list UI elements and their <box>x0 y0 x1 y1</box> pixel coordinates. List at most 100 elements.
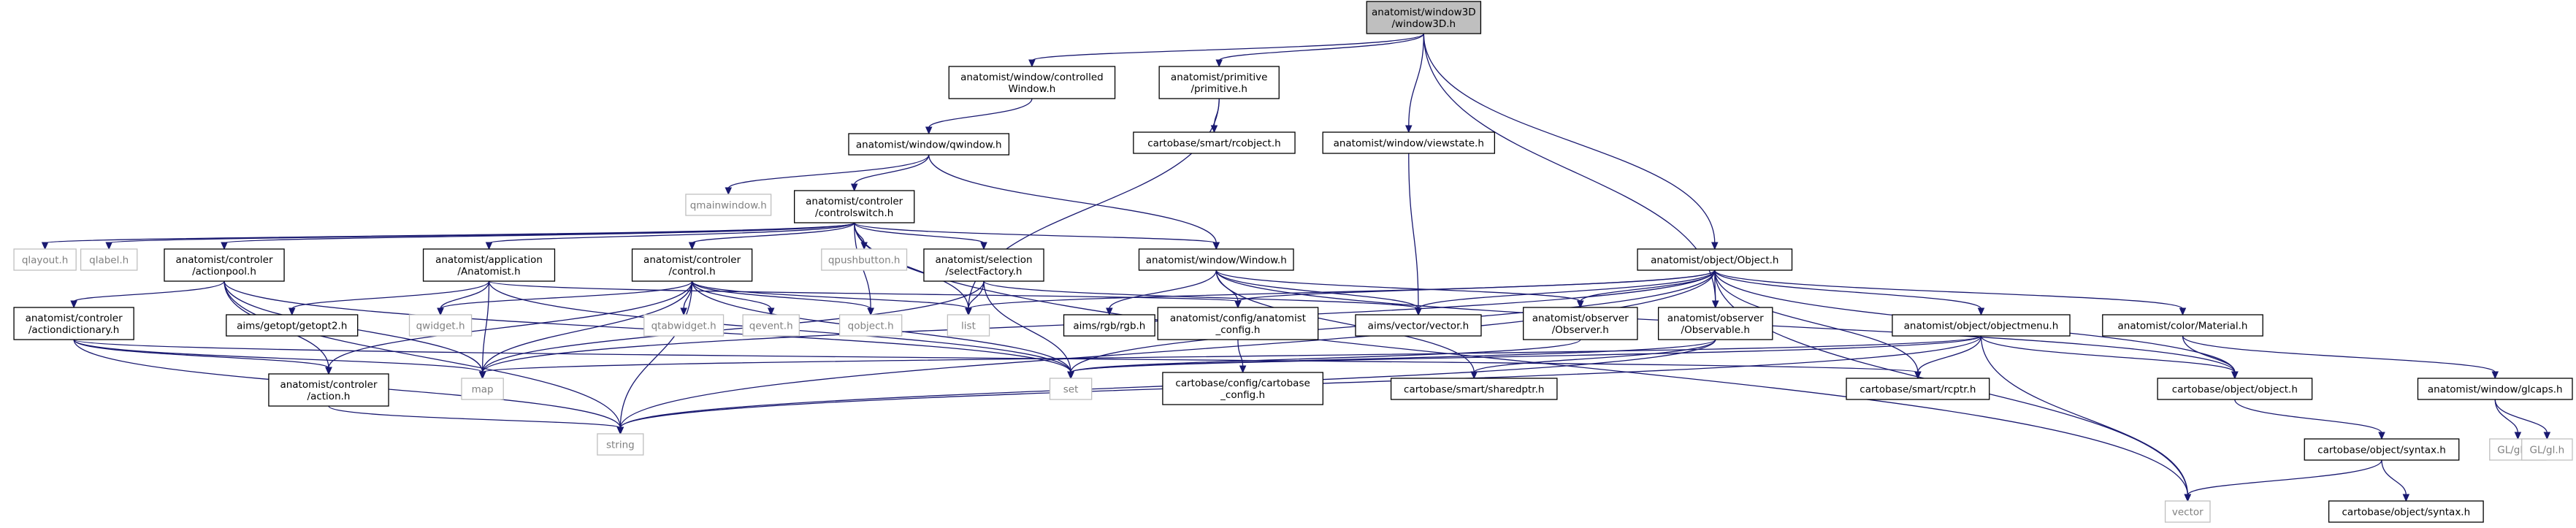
node-window3d[interactable]: anatomist/window3D/window3D.h <box>1366 1 1482 34</box>
node-box-vectorh[interactable] <box>1355 314 1482 337</box>
node-controlswitch[interactable]: anatomist/controler/controlswitch.h <box>794 190 915 223</box>
node-box-objectmenu[interactable] <box>1892 314 2071 337</box>
node-box-primitive[interactable] <box>1158 66 1280 99</box>
node-box-rcobject[interactable] <box>1133 131 1296 154</box>
node-box-rgb[interactable] <box>1063 314 1155 337</box>
node-box-observer[interactable] <box>1523 307 1638 340</box>
node-box-objecth[interactable] <box>1637 248 1793 271</box>
node-box-window3d[interactable] <box>1366 1 1482 34</box>
edge-selectfactory-to-list <box>968 280 985 310</box>
node-cobject[interactable]: cartobase/object/object.h <box>2157 378 2313 400</box>
node-actiondictionary[interactable]: anatomist/controler/actiondictionary.h <box>13 307 134 340</box>
node-box-syntax_cobj[interactable] <box>2304 438 2460 461</box>
node-cartobase_config[interactable]: cartobase/config/cartobase_config.h <box>1162 372 1323 405</box>
node-box-actiondictionary[interactable] <box>13 307 134 340</box>
node-rgb[interactable]: aims/rgb/rgb.h <box>1063 314 1155 337</box>
node-windowh[interactable]: anatomist/window/Window.h <box>1138 248 1294 271</box>
node-observable[interactable]: anatomist/observer/Observable.h <box>1657 307 1773 340</box>
node-string[interactable]: string <box>597 433 644 456</box>
node-glcaps[interactable]: anatomist/window/glcaps.h <box>2417 378 2573 400</box>
node-box-syntax_leaf[interactable] <box>2328 500 2484 523</box>
node-qlabel[interactable]: qlabel.h <box>80 248 138 271</box>
node-qwidget[interactable]: qwidget.h <box>408 314 473 337</box>
node-actionpool[interactable]: anatomist/controler/actionpool.h <box>164 248 285 282</box>
node-gl[interactable]: GL/gl.h <box>2521 438 2573 461</box>
node-control[interactable]: anatomist/controler/control.h <box>631 248 753 282</box>
node-set[interactable]: set <box>1049 378 1093 400</box>
node-box-qlayout[interactable] <box>13 248 77 271</box>
node-box-vector[interactable] <box>2164 500 2211 523</box>
node-box-set[interactable] <box>1049 378 1093 400</box>
node-label-viewstate-0: anatomist/window/viewstate.h <box>1334 138 1484 150</box>
node-map[interactable]: map <box>461 378 504 400</box>
node-box-qtabwidget[interactable] <box>643 314 725 337</box>
node-syntax_leaf[interactable]: cartobase/object/syntax.h <box>2328 500 2484 523</box>
node-selectfactory[interactable]: anatomist/selection/selectFactory.h <box>923 248 1044 282</box>
edge-objecth-to-anatomist_config <box>1237 269 1716 302</box>
node-label-anatomist_app-1: /Anatomist.h <box>457 266 520 278</box>
node-viewstate[interactable]: anatomist/window/viewstate.h <box>1322 131 1496 154</box>
arrowhead-syntax_cobj-to-syntax_leaf <box>2402 494 2410 502</box>
node-box-observable[interactable] <box>1657 307 1773 340</box>
node-box-anatomist_app[interactable] <box>422 248 556 282</box>
arrowhead-control-to-qtabwidget <box>680 307 687 316</box>
node-box-controlledwindow[interactable] <box>948 66 1116 99</box>
node-box-glcaps[interactable] <box>2417 378 2573 400</box>
node-qevent[interactable]: qevent.h <box>742 314 800 337</box>
node-box-viewstate[interactable] <box>1322 131 1496 154</box>
node-qlayout[interactable]: qlayout.h <box>13 248 77 271</box>
node-box-list[interactable] <box>947 314 990 337</box>
node-box-qevent[interactable] <box>742 314 800 337</box>
node-box-gl[interactable] <box>2521 438 2573 461</box>
node-vectorh[interactable]: aims/vector/vector.h <box>1355 314 1482 337</box>
node-objectmenu[interactable]: anatomist/object/objectmenu.h <box>1892 314 2071 337</box>
node-box-qwidget[interactable] <box>408 314 473 337</box>
node-box-controlswitch[interactable] <box>794 190 915 223</box>
node-box-qpushbutton[interactable] <box>821 248 908 271</box>
node-box-cartobase_config[interactable] <box>1162 372 1323 405</box>
edge-anatomist_config-to-cartobase_config <box>1237 339 1244 367</box>
node-rcobject[interactable]: cartobase/smart/rcobject.h <box>1133 131 1296 154</box>
node-box-sharedptr[interactable] <box>1390 378 1558 400</box>
node-box-action[interactable] <box>268 373 389 407</box>
node-qmainwindow[interactable]: qmainwindow.h <box>685 194 772 216</box>
node-label-qevent-0: qevent.h <box>749 321 793 332</box>
node-box-getopt2[interactable] <box>226 314 359 337</box>
node-qobject[interactable]: qobject.h <box>838 314 903 337</box>
node-sharedptr[interactable]: cartobase/smart/sharedptr.h <box>1390 378 1558 400</box>
node-box-qlabel[interactable] <box>80 248 138 271</box>
node-box-qwindow[interactable] <box>848 133 1010 156</box>
node-box-string[interactable] <box>597 433 644 456</box>
node-box-material[interactable] <box>2102 314 2263 337</box>
node-syntax_cobj[interactable]: cartobase/object/syntax.h <box>2304 438 2460 461</box>
node-action[interactable]: anatomist/controler/action.h <box>268 373 389 407</box>
node-box-qobject[interactable] <box>838 314 903 337</box>
node-box-anatomist_config[interactable] <box>1157 307 1319 340</box>
node-list[interactable]: list <box>947 314 990 337</box>
node-box-actionpool[interactable] <box>164 248 285 282</box>
node-vector[interactable]: vector <box>2164 500 2211 523</box>
node-anatomist_config[interactable]: anatomist/config/anatomist_config.h <box>1157 307 1319 340</box>
node-box-selectfactory[interactable] <box>923 248 1044 282</box>
node-primitive[interactable]: anatomist/primitive/primitive.h <box>1158 66 1280 99</box>
node-qtabwidget[interactable]: qtabwidget.h <box>643 314 725 337</box>
node-label-qwidget-0: qwidget.h <box>416 321 465 332</box>
node-box-rcptr[interactable] <box>1846 378 1990 400</box>
node-box-windowh[interactable] <box>1138 248 1294 271</box>
node-objecth[interactable]: anatomist/object/Object.h <box>1637 248 1793 271</box>
node-anatomist_app[interactable]: anatomist/application/Anatomist.h <box>422 248 556 282</box>
node-qwindow[interactable]: anatomist/window/qwindow.h <box>848 133 1010 156</box>
node-box-qmainwindow[interactable] <box>685 194 772 216</box>
node-material[interactable]: anatomist/color/Material.h <box>2102 314 2263 337</box>
node-qpushbutton[interactable]: qpushbutton.h <box>821 248 908 271</box>
node-box-cobject[interactable] <box>2157 378 2313 400</box>
edge-selectfactory-to-vectorh <box>983 280 1419 310</box>
node-box-control[interactable] <box>631 248 753 282</box>
node-box-map[interactable] <box>461 378 504 400</box>
node-label-controlswitch-0: anatomist/controler <box>806 196 903 207</box>
node-getopt2[interactable]: aims/getopt/getopt2.h <box>226 314 359 337</box>
node-observer[interactable]: anatomist/observer/Observer.h <box>1523 307 1638 340</box>
edge-objectmenu-to-map <box>481 335 1982 373</box>
node-rcptr[interactable]: cartobase/smart/rcptr.h <box>1846 378 1990 400</box>
